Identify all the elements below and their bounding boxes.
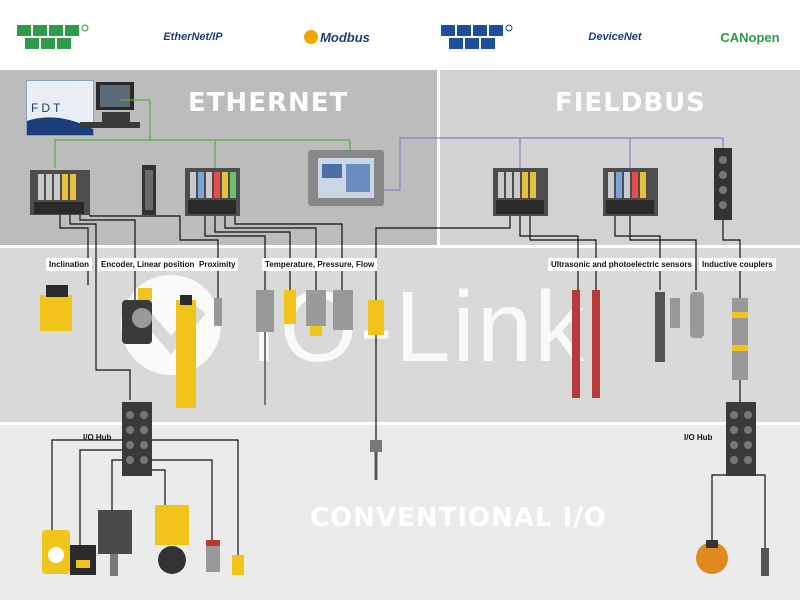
label-io-hub-left: I/O Hub bbox=[83, 433, 112, 442]
encoder-sensor bbox=[122, 288, 152, 344]
temperature-sensor bbox=[256, 290, 274, 405]
hmi-panel bbox=[308, 150, 384, 206]
fdt-swoosh-icon bbox=[27, 117, 93, 135]
devicenet-logo-text: DeviceNet bbox=[588, 31, 642, 43]
label-temperature-pressure-flow: Temperature, Pressure, Flow bbox=[262, 258, 378, 271]
conventional-cylindrical-sensor bbox=[206, 540, 220, 572]
conventional-limit-switch bbox=[42, 530, 70, 574]
io-hub-left bbox=[122, 402, 152, 476]
io-hub-right bbox=[726, 402, 756, 476]
flow-sensor bbox=[306, 290, 326, 336]
fieldbus-io-module-1 bbox=[493, 168, 548, 216]
conventional-inductive-sensor bbox=[70, 545, 96, 575]
modbus-gear-icon bbox=[304, 30, 319, 44]
canopen-logo-text: CANopen bbox=[720, 29, 780, 45]
pressure-sensor bbox=[284, 290, 296, 324]
ethernet-wiring bbox=[54, 99, 351, 168]
conventional-io-title: CONVENTIONAL I/O bbox=[310, 503, 607, 533]
linear-position-sensor bbox=[176, 295, 196, 408]
proximity-sensor bbox=[214, 298, 222, 326]
conventional-rod-sensor bbox=[761, 548, 769, 576]
light-curtain-sensor bbox=[572, 290, 600, 398]
label-encoder-linear-position: Encoder, Linear position bbox=[98, 258, 198, 271]
photoelectric-sensor bbox=[368, 300, 384, 335]
modbus-logo: Modbus bbox=[294, 22, 380, 52]
conventional-small-sensor bbox=[232, 555, 244, 575]
iolink-watermark: IO-Link bbox=[250, 271, 587, 383]
inductive-coupler bbox=[732, 298, 748, 380]
profinet-logo-graphic bbox=[17, 24, 89, 49]
inclination-sensor bbox=[40, 285, 72, 331]
ethernet-io-module-3 bbox=[185, 168, 240, 216]
ethernetip-logo-text: EtherNet/IP bbox=[163, 31, 223, 43]
label-ultrasonic-photoelectric: Ultrasonic and photoelectric sensors bbox=[548, 258, 695, 271]
label-inductive-couplers: Inductive couplers bbox=[699, 258, 776, 271]
conventional-ring-sensor bbox=[696, 540, 728, 574]
conventional-cylinder-sensor bbox=[98, 510, 132, 576]
ethernet-title: ETHERNET bbox=[188, 88, 349, 118]
label-io-hub-right: I/O Hub bbox=[684, 433, 713, 442]
ultrasonic-sensor bbox=[655, 292, 704, 362]
label-inclination: Inclination bbox=[46, 258, 92, 271]
fieldbus-title: FIELDBUS bbox=[555, 88, 706, 118]
fieldbus-wiring bbox=[380, 137, 724, 191]
protocol-logo-bar: EtherNet/IP Modbus DeviceNet CANopen bbox=[0, 0, 800, 70]
conventional-valve-sensor bbox=[155, 505, 189, 574]
fdt-logo: FDT bbox=[31, 101, 64, 115]
ethernet-io-module-2 bbox=[142, 165, 156, 215]
pc-workstation-icon bbox=[80, 82, 140, 128]
ethernetip-logo: EtherNet/IP bbox=[148, 22, 238, 52]
flow-sensor-2 bbox=[333, 290, 353, 330]
profinet-logo bbox=[14, 22, 92, 52]
profibus-logo bbox=[438, 22, 516, 52]
fieldbus-io-block bbox=[714, 148, 732, 220]
ethernet-io-module-1 bbox=[30, 170, 90, 215]
canopen-logo: CANopen bbox=[710, 22, 790, 52]
devicenet-logo: DeviceNet bbox=[575, 22, 655, 52]
temperature-probe bbox=[370, 440, 382, 480]
fieldbus-io-module-2 bbox=[603, 168, 658, 216]
modbus-logo-text: Modbus bbox=[320, 29, 370, 45]
label-proximity: Proximity bbox=[196, 258, 239, 271]
profibus-logo-graphic bbox=[441, 24, 513, 49]
